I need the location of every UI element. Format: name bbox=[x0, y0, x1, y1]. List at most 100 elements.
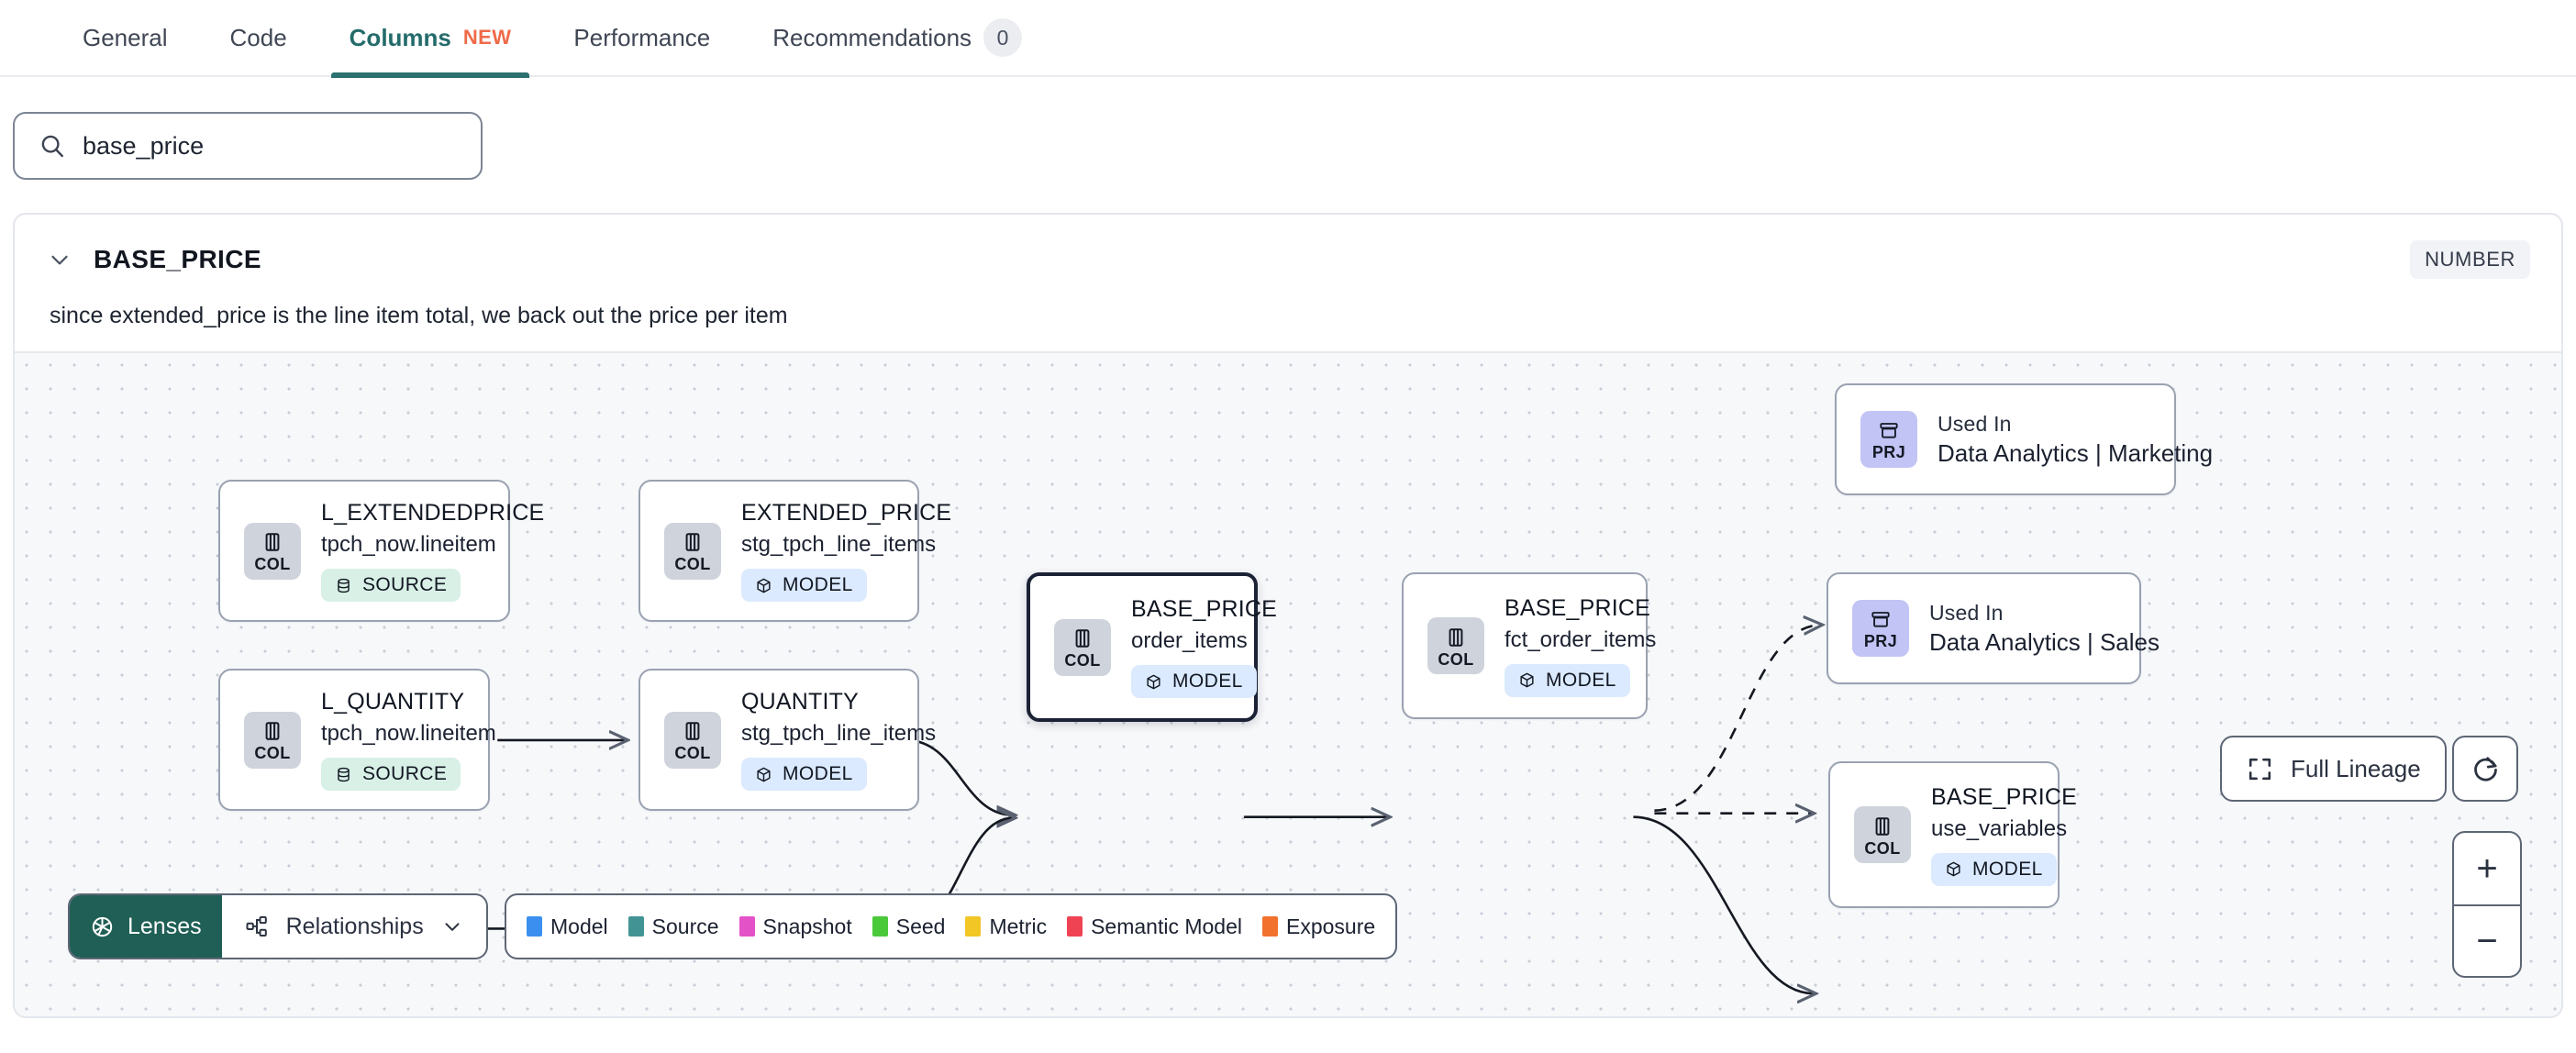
node-pill: SOURCE bbox=[321, 569, 461, 602]
node-subtitle: fct_order_items bbox=[1505, 626, 1657, 652]
legend-item[interactable]: Seed bbox=[872, 914, 946, 939]
badge-label: PRJ bbox=[1863, 631, 1898, 650]
lineage-node[interactable]: COL QUANTITY stg_tpch_line_items MODEL bbox=[638, 669, 936, 811]
chevron-down-icon bbox=[440, 914, 464, 938]
node-pill-label: SOURCE bbox=[362, 574, 448, 595]
tab-columns[interactable]: Columns NEW bbox=[318, 0, 543, 78]
legend-item[interactable]: Snapshot bbox=[738, 914, 852, 939]
node-pill-label: MODEL bbox=[1172, 671, 1243, 692]
expand-icon bbox=[2246, 755, 2274, 783]
tab-recommendations[interactable]: Recommendations 0 bbox=[741, 0, 1053, 76]
search-icon bbox=[39, 132, 66, 160]
legend-item[interactable]: Semantic Model bbox=[1067, 914, 1242, 939]
tab-code[interactable]: Code bbox=[199, 0, 318, 76]
zoom-in-button[interactable]: + bbox=[2476, 848, 2498, 889]
columns-icon bbox=[1449, 627, 1463, 647]
lenses-button[interactable]: Lenses bbox=[70, 895, 222, 958]
column-type-badge: NUMBER bbox=[2410, 240, 2530, 279]
lineage-node[interactable]: COL BASE_PRICE fct_order_items MODEL bbox=[1402, 572, 1656, 719]
node-title: Used In bbox=[1929, 600, 2004, 625]
tab-bar: General Code Columns NEW Performance Rec… bbox=[0, 0, 2576, 78]
zoom-controls[interactable]: + − bbox=[2452, 831, 2522, 978]
legend-item[interactable]: Metric bbox=[965, 914, 1047, 939]
legend-item[interactable]: Exposure bbox=[1262, 914, 1375, 939]
node-subtitle: order_items bbox=[1131, 628, 1248, 653]
legend-label: Source bbox=[651, 914, 719, 938]
badge-label: COL bbox=[674, 555, 711, 573]
node-body: EXTENDED_PRICE stg_tpch_line_items MODEL bbox=[741, 500, 951, 602]
node-title: BASE_PRICE bbox=[1505, 594, 1651, 621]
col-type-badge: COL bbox=[244, 711, 301, 769]
aperture-icon bbox=[90, 914, 115, 939]
lineage-canvas[interactable]: COL L_EXTENDEDPRICE tpch_now.lineitem SO… bbox=[15, 351, 2561, 1016]
lenses-label: Lenses bbox=[128, 913, 202, 939]
badge-label: PRJ bbox=[1871, 442, 1906, 461]
lineage-node-selected[interactable]: COL BASE_PRICE order_items MODEL bbox=[1027, 572, 1277, 722]
col-type-badge: COL bbox=[1054, 618, 1111, 676]
node-pill-label: MODEL bbox=[1546, 669, 1616, 691]
tab-performance[interactable]: Performance bbox=[542, 0, 741, 76]
legend-swatch bbox=[1067, 916, 1083, 937]
search-box[interactable] bbox=[13, 112, 483, 180]
full-lineage-label: Full Lineage bbox=[2291, 754, 2421, 782]
legend-label: Seed bbox=[895, 914, 946, 938]
lineage-node[interactable]: COL EXTENDED_PRICE stg_tpch_line_items M… bbox=[638, 480, 951, 622]
cube-icon bbox=[1520, 672, 1534, 688]
node-body: BASE_PRICE order_items MODEL bbox=[1131, 596, 1277, 698]
node-body: L_QUANTITY tpch_now.lineitem SOURCE bbox=[321, 689, 496, 791]
legend-label: Metric bbox=[989, 914, 1048, 938]
node-pill: SOURCE bbox=[321, 758, 461, 791]
lineage-node-project[interactable]: PRJ Used In Data Analytics | Sales bbox=[1827, 572, 2160, 684]
columns-icon bbox=[265, 722, 280, 740]
tab-label: General bbox=[83, 23, 168, 51]
tab-label: Performance bbox=[573, 23, 711, 51]
search-input[interactable] bbox=[83, 131, 457, 161]
tab-new-badge: NEW bbox=[462, 26, 512, 49]
legend-item[interactable]: Model bbox=[527, 914, 608, 939]
refresh-icon bbox=[2471, 754, 2501, 784]
lineage-node[interactable]: COL BASE_PRICE use_variables MODEL bbox=[1828, 761, 2077, 908]
lineage-node-project[interactable]: PRJ Used In Data Analytics | Marketing bbox=[1835, 383, 2213, 495]
lineage-node[interactable]: COL L_EXTENDEDPRICE tpch_now.lineitem SO… bbox=[218, 480, 544, 622]
database-icon bbox=[338, 578, 350, 593]
node-pill: MODEL bbox=[1131, 665, 1257, 698]
legend-swatch bbox=[738, 916, 755, 937]
chevron-down-icon[interactable] bbox=[46, 246, 73, 273]
columns-icon bbox=[1075, 629, 1090, 648]
database-icon bbox=[338, 767, 350, 781]
cube-icon bbox=[1947, 861, 1960, 877]
column-header-row: BASE_PRICE NUMBER bbox=[15, 215, 2561, 279]
search-row bbox=[0, 77, 2576, 180]
node-body: Used In Data Analytics | Sales bbox=[1929, 601, 2160, 657]
lineage-node[interactable]: COL L_QUANTITY tpch_now.lineitem SOURCE bbox=[218, 669, 496, 811]
node-pill: MODEL bbox=[741, 758, 867, 791]
relationships-label: Relationships bbox=[285, 913, 424, 939]
tab-general[interactable]: General bbox=[51, 0, 199, 76]
node-pill: MODEL bbox=[741, 569, 867, 602]
node-pill-label: MODEL bbox=[783, 763, 853, 784]
node-subtitle: stg_tpch_line_items bbox=[741, 532, 937, 557]
node-pill: MODEL bbox=[1931, 852, 2057, 886]
legend-swatch bbox=[627, 916, 644, 937]
node-subtitle: use_variables bbox=[1931, 815, 2068, 841]
zoom-out-button[interactable]: − bbox=[2454, 904, 2520, 976]
full-lineage-button[interactable]: Full Lineage bbox=[2220, 736, 2447, 802]
node-title: BASE_PRICE bbox=[1931, 783, 2078, 810]
col-type-badge: COL bbox=[244, 522, 301, 580]
hierarchy-icon bbox=[244, 914, 270, 939]
node-title: Used In bbox=[1938, 411, 2012, 436]
badge-label: COL bbox=[674, 744, 711, 762]
col-type-badge: COL bbox=[1427, 617, 1484, 674]
node-title: QUANTITY bbox=[741, 689, 859, 715]
node-body: QUANTITY stg_tpch_line_items MODEL bbox=[741, 689, 936, 791]
legend-item[interactable]: Source bbox=[627, 914, 719, 939]
columns-icon bbox=[685, 722, 700, 740]
project-type-badge: PRJ bbox=[1860, 411, 1917, 468]
refresh-button[interactable] bbox=[2452, 736, 2518, 802]
col-type-badge: COL bbox=[1854, 806, 1911, 863]
node-title: EXTENDED_PRICE bbox=[741, 500, 952, 526]
node-body: Used In Data Analytics | Marketing bbox=[1938, 412, 2213, 468]
archive-icon bbox=[1871, 611, 1890, 627]
archive-icon bbox=[1880, 422, 1898, 438]
relationships-dropdown[interactable]: Relationships bbox=[222, 895, 486, 958]
